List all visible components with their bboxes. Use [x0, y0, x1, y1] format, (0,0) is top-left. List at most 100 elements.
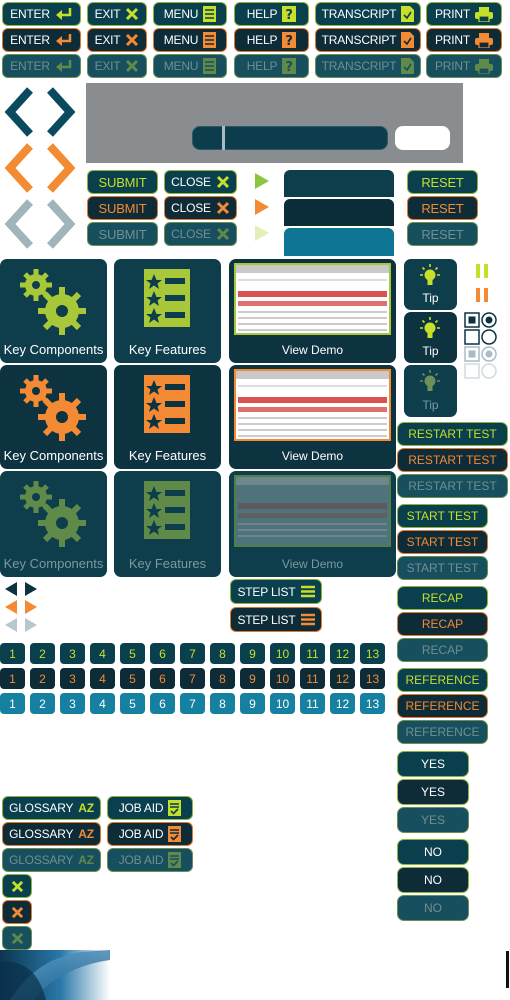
- reference-button-hover[interactable]: REFERENCE: [397, 694, 488, 718]
- page-number-button[interactable]: 1: [0, 643, 25, 664]
- no-button-hover[interactable]: NO: [397, 867, 469, 893]
- key-components-tile[interactable]: Key Components: [0, 259, 107, 363]
- pause-icon[interactable]: [476, 288, 488, 302]
- page-number-button[interactable]: 8: [210, 643, 235, 664]
- page-number-button-active[interactable]: 7: [180, 693, 205, 714]
- transcript-document-icon: [401, 32, 415, 48]
- page-number-button-active[interactable]: 11: [300, 693, 325, 714]
- help-button[interactable]: HELP ?: [234, 2, 309, 26]
- page-number-button[interactable]: 6: [150, 643, 175, 664]
- page-number-button-hover[interactable]: 6: [150, 668, 175, 689]
- glossary-button-hover[interactable]: GLOSSARY AZ: [2, 822, 101, 846]
- view-demo-tile[interactable]: View Demo: [229, 259, 396, 363]
- page-number-button[interactable]: 3: [60, 643, 85, 664]
- recap-button[interactable]: RECAP: [397, 586, 488, 610]
- text-field[interactable]: [284, 170, 394, 197]
- page-number-button-hover[interactable]: 13: [360, 668, 385, 689]
- progress-marker[interactable]: [222, 126, 225, 150]
- transcript-button-hover[interactable]: TRANSCRIPT: [315, 28, 421, 52]
- start-test-button-hover[interactable]: START TEST: [397, 530, 488, 554]
- page-number-button[interactable]: 12: [330, 643, 355, 664]
- restart-test-button[interactable]: RESTART TEST: [397, 422, 508, 446]
- page-number-button-hover[interactable]: 7: [180, 668, 205, 689]
- submit-button-hover[interactable]: SUBMIT: [87, 196, 158, 220]
- page-number-button-hover[interactable]: 9: [240, 668, 265, 689]
- print-button[interactable]: PRINT: [426, 2, 502, 26]
- play-icon[interactable]: [255, 173, 269, 189]
- prev-next-chevrons-orange[interactable]: [4, 142, 76, 194]
- page-number-button-active[interactable]: 6: [150, 693, 175, 714]
- exit-button-hover[interactable]: EXIT: [87, 28, 147, 52]
- page-number-button[interactable]: 5: [120, 643, 145, 664]
- reference-button[interactable]: REFERENCE: [397, 668, 488, 692]
- page-number-button-hover[interactable]: 1: [0, 668, 25, 689]
- submit-button[interactable]: SUBMIT: [87, 170, 158, 194]
- recap-button-hover[interactable]: RECAP: [397, 612, 488, 636]
- page-number-button-hover[interactable]: 12: [330, 668, 355, 689]
- page-number-button[interactable]: 7: [180, 643, 205, 664]
- print-button-hover[interactable]: PRINT: [426, 28, 502, 52]
- restart-test-button-hover[interactable]: RESTART TEST: [397, 448, 508, 472]
- page-number-button-active[interactable]: 3: [60, 693, 85, 714]
- menu-button-hover[interactable]: MENU: [153, 28, 227, 52]
- page-number-button-hover[interactable]: 5: [120, 668, 145, 689]
- reset-button[interactable]: RESET: [407, 170, 478, 194]
- exit-button[interactable]: EXIT: [87, 2, 147, 26]
- tip-button[interactable]: Tip: [404, 259, 457, 310]
- reset-button-hover[interactable]: RESET: [407, 196, 478, 220]
- no-button[interactable]: NO: [397, 839, 469, 865]
- yes-button-hover[interactable]: YES: [397, 779, 469, 805]
- job-aid-button[interactable]: JOB AID: [107, 796, 193, 820]
- checkbox-radio-states[interactable]: [464, 312, 498, 380]
- page-number-button-active[interactable]: 1: [0, 693, 25, 714]
- text-field-hover[interactable]: [284, 199, 394, 226]
- page-number-button-hover[interactable]: 4: [90, 668, 115, 689]
- close-small-button-hover[interactable]: [2, 900, 32, 924]
- prev-next-chevrons-dark[interactable]: [4, 86, 76, 138]
- page-number-button[interactable]: 4: [90, 643, 115, 664]
- yes-button[interactable]: YES: [397, 751, 469, 777]
- page-number-button[interactable]: 10: [270, 643, 295, 664]
- key-features-tile[interactable]: Key Features: [114, 259, 221, 363]
- page-number-button-hover[interactable]: 3: [60, 668, 85, 689]
- page-number-button-active[interactable]: 5: [120, 693, 145, 714]
- enter-button-hover[interactable]: ENTER: [2, 28, 81, 52]
- key-features-tile-hover[interactable]: Key Features: [114, 365, 221, 469]
- text-field-active[interactable]: [284, 228, 394, 256]
- page-number-button[interactable]: 11: [300, 643, 325, 664]
- glossary-button[interactable]: GLOSSARY AZ: [2, 796, 101, 820]
- page-number-button-active[interactable]: 8: [210, 693, 235, 714]
- step-list-button-hover[interactable]: STEP LIST: [230, 607, 322, 632]
- restart-test-label: RESTART TEST: [408, 453, 497, 467]
- close-small-button[interactable]: [2, 874, 32, 898]
- menu-button[interactable]: MENU: [153, 2, 227, 26]
- help-button-hover[interactable]: HELP ?: [234, 28, 309, 52]
- play-icon[interactable]: [255, 199, 269, 215]
- page-number-button-hover[interactable]: 8: [210, 668, 235, 689]
- page-number-button[interactable]: 2: [30, 643, 55, 664]
- page-number-button-active[interactable]: 10: [270, 693, 295, 714]
- progress-input[interactable]: [395, 126, 450, 150]
- job-aid-button-hover[interactable]: JOB AID: [107, 822, 193, 846]
- page-number-button-hover[interactable]: 11: [300, 668, 325, 689]
- page-number-button-hover[interactable]: 2: [30, 668, 55, 689]
- transcript-button[interactable]: TRANSCRIPT: [315, 2, 421, 26]
- page-number-button-active[interactable]: 4: [90, 693, 115, 714]
- page-number-button-hover[interactable]: 10: [270, 668, 295, 689]
- key-components-tile-hover[interactable]: Key Components: [0, 365, 107, 469]
- step-list-button[interactable]: STEP LIST: [230, 579, 322, 604]
- page-number-button[interactable]: 13: [360, 643, 385, 664]
- page-number-button[interactable]: 9: [240, 643, 265, 664]
- pause-icon[interactable]: [476, 264, 488, 278]
- page-number-button-active[interactable]: 9: [240, 693, 265, 714]
- view-demo-tile-hover[interactable]: View Demo: [229, 365, 396, 469]
- tip-button-hover[interactable]: Tip: [404, 312, 457, 363]
- close-button[interactable]: CLOSE: [164, 170, 237, 194]
- page-number-button-active[interactable]: 2: [30, 693, 55, 714]
- close-button-hover[interactable]: CLOSE: [164, 196, 237, 220]
- start-test-button[interactable]: START TEST: [397, 504, 488, 528]
- page-number-button-active[interactable]: 12: [330, 693, 355, 714]
- enter-button[interactable]: ENTER: [2, 2, 81, 26]
- page-number-button-active[interactable]: 13: [360, 693, 385, 714]
- small-nav-arrows[interactable]: [3, 582, 39, 634]
